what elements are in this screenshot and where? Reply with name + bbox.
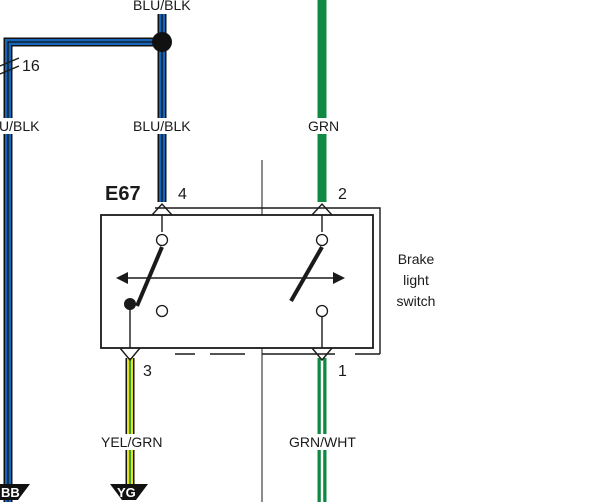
- splice-tick-marks: [0, 57, 20, 75]
- component-id: E67: [105, 183, 141, 205]
- label-bg: [128, 118, 196, 134]
- pin-3-label: 3: [143, 363, 152, 380]
- label-bg: [128, 0, 196, 14]
- contact-pin2: [315, 233, 329, 247]
- wire-label-mid: BLU/BLK: [133, 118, 191, 134]
- switch-arm-right: [289, 246, 324, 302]
- component-name-line3: switch: [397, 293, 436, 309]
- pin1-notch: [311, 347, 333, 362]
- label-bg: [304, 118, 342, 134]
- arrow-left-icon: [116, 272, 128, 284]
- splice-number: 16: [22, 58, 40, 75]
- brake-light-switch: [100, 202, 381, 362]
- pin2-notch: [311, 202, 333, 216]
- wire-label-grn: GRN: [308, 118, 339, 134]
- wire-label-left: U/BLK: [0, 118, 40, 134]
- label-bg: [0, 118, 42, 134]
- component-name-line2: light: [403, 272, 429, 288]
- component-name-line1: Brake: [398, 251, 435, 267]
- contact-pin4: [155, 233, 169, 247]
- pin3-notch: [119, 347, 141, 362]
- connector-yg-label: YG: [117, 485, 136, 500]
- connector-bb-label: BB: [1, 485, 20, 500]
- wire-label-top: BLU/BLK: [133, 0, 191, 13]
- wire-label-yel-grn: YEL/GRN: [101, 434, 162, 450]
- splice-dot: [152, 32, 172, 52]
- contact-pin1: [315, 304, 329, 318]
- connector-bb: BB: [0, 484, 30, 500]
- connector-yg: YG: [110, 484, 148, 500]
- pin4-notch: [151, 202, 173, 216]
- switch-arm-left: [135, 246, 164, 307]
- pin-1-label: 1: [338, 363, 347, 380]
- pin-2-label: 2: [338, 186, 347, 203]
- pivot-left: [124, 298, 136, 310]
- contact-left-open: [155, 304, 169, 318]
- label-bg: [98, 434, 166, 450]
- wire-label-grn-wht: GRN/WHT: [289, 434, 356, 450]
- label-bg: [286, 434, 358, 450]
- wire-blu-blk-left: [3, 37, 162, 502]
- connector-outline: [155, 207, 381, 354]
- pin-4-label: 4: [178, 186, 187, 203]
- switch-body: [100, 214, 374, 349]
- arrow-right-icon: [333, 272, 345, 284]
